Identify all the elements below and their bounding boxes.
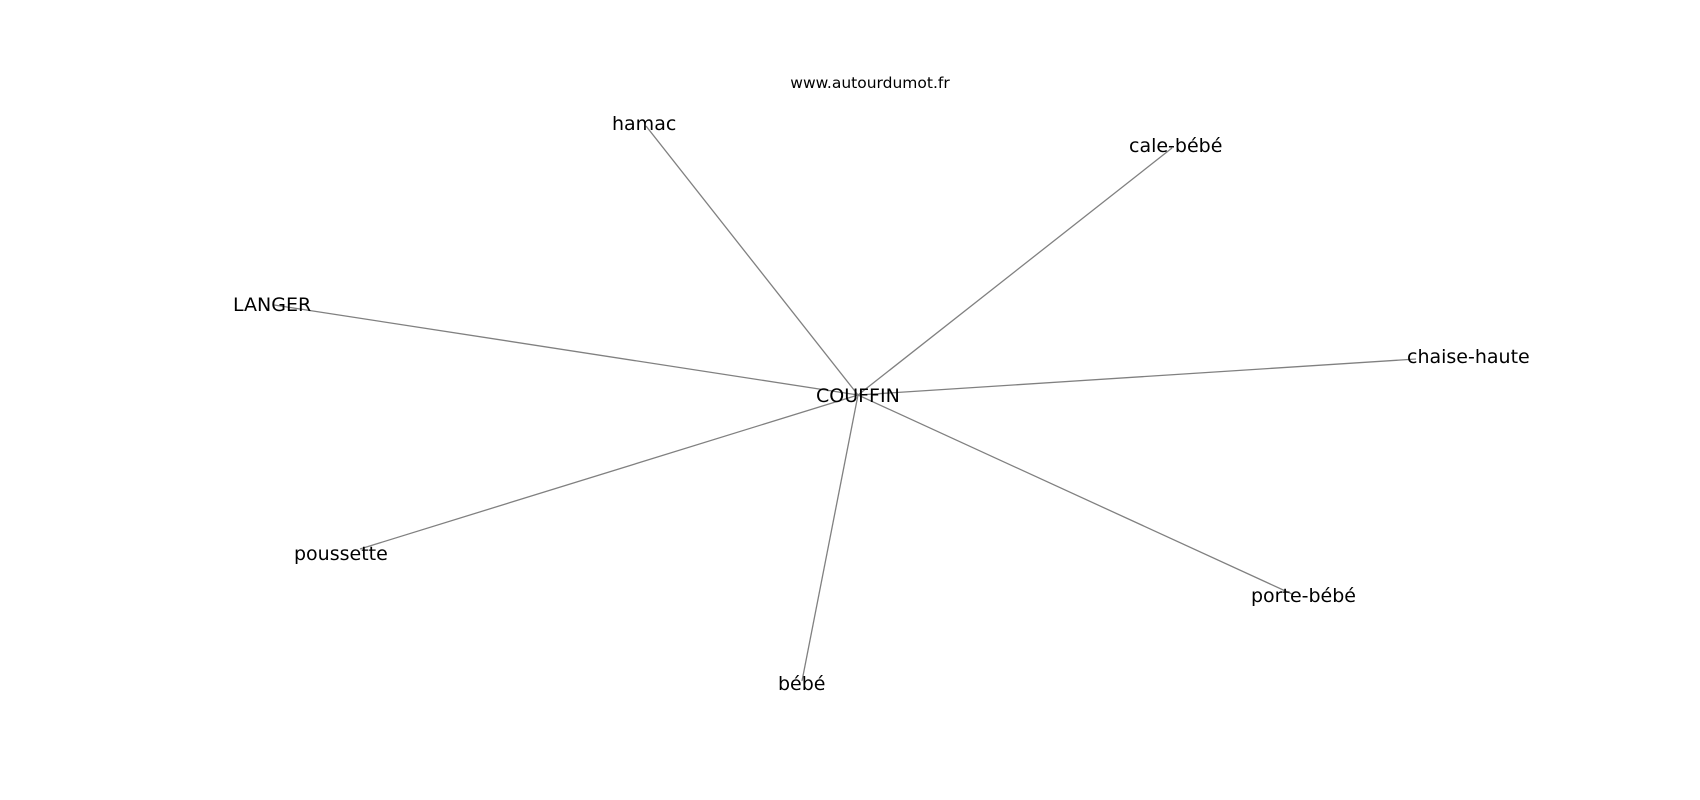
- node-label-cale-bebe: cale-bébé: [1129, 135, 1222, 157]
- edge-poussette: [359, 394, 859, 550]
- node-label-bebe: bébé: [778, 673, 826, 695]
- node-label-poussette: poussette: [294, 543, 388, 565]
- edge-langer: [273, 304, 859, 396]
- center-node-label: COUFFIN: [816, 385, 900, 407]
- edge-hamac: [645, 125, 859, 396]
- node-label-chaise-haute: chaise-haute: [1407, 346, 1530, 368]
- node-label-langer: LANGER: [233, 294, 311, 316]
- node-label-porte-bebe: porte-bébé: [1251, 585, 1356, 607]
- edge-porte-bebe: [857, 394, 1293, 595]
- node-label-hamac: hamac: [612, 113, 676, 135]
- edge-chaise-haute: [857, 358, 1417, 396]
- source-label: www.autourdumot.fr: [790, 74, 950, 92]
- edge-bebe: [801, 394, 859, 682]
- edge-cale-bebe: [857, 147, 1173, 396]
